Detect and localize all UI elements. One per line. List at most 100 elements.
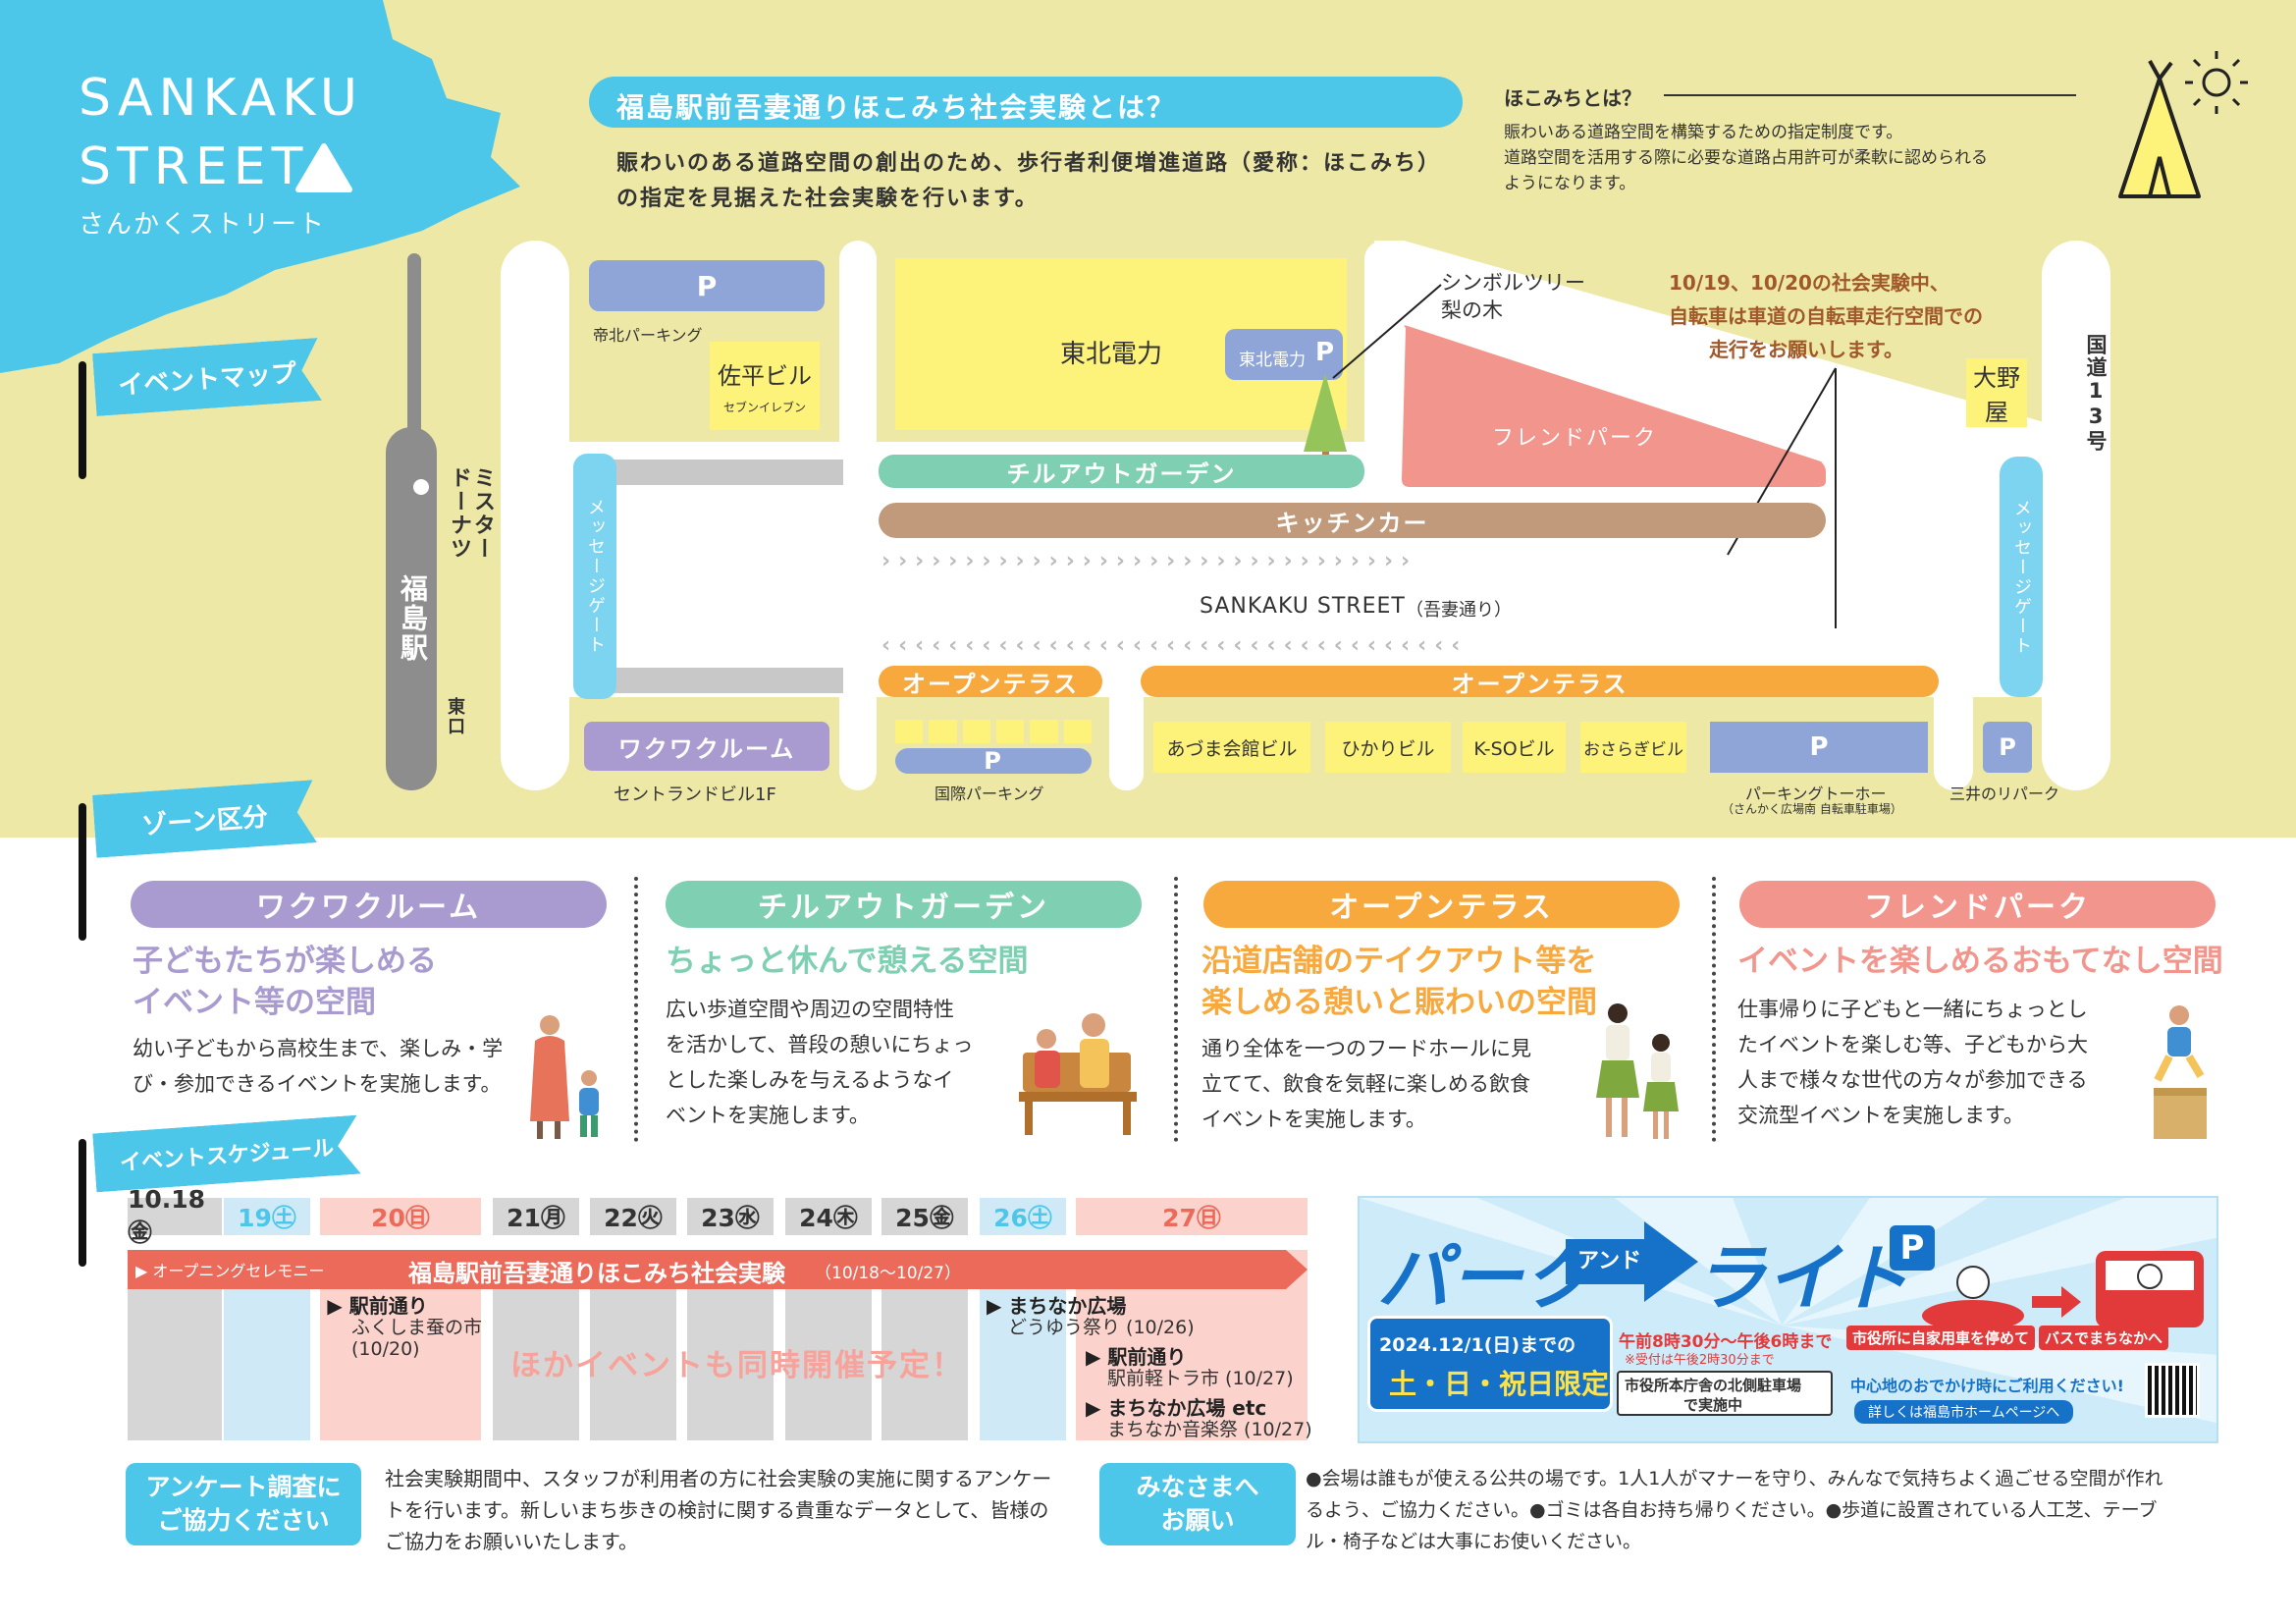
day-header-19: 19㊏ [224, 1198, 310, 1235]
zone-header-wakuwaku: ワクワクルーム [131, 881, 607, 928]
header-banner [589, 77, 1463, 128]
mitsui-repark-label: 三井のリパーク [1949, 785, 2060, 803]
kitchen-car-zone: キッチンカー [879, 503, 1826, 538]
zone-tag1-chillout: ちょっと休んで憩える空間 [666, 944, 1029, 979]
tohoku-electric-label: 東北電力 [1060, 340, 1163, 369]
zone-name-terrace: オープンテラス [1329, 891, 1554, 925]
friend-park-area [1402, 325, 1826, 487]
park-ride-cta: 中心地のおでかけ時にご利用ください! [1850, 1377, 2124, 1395]
zone-name-friend: フレンドパーク [1864, 891, 2091, 925]
flagpole-schedule [79, 1139, 86, 1267]
kso-building-label: K-SOビル [1473, 737, 1555, 760]
street-name: SANKAKU STREET [1200, 594, 1406, 619]
hikari-building-label: ひかりビル [1341, 737, 1435, 760]
day-label: 10.18㊎ [128, 1184, 206, 1247]
logo-sky-shape [0, 0, 520, 373]
symbol-tree-label: シンボルツリー [1441, 271, 1585, 295]
park-ride-time: 午前8時30分〜午後6時まで [1619, 1332, 1833, 1352]
zone-body1-chillout: 広い歩道空間や周辺の空間特性 [666, 998, 954, 1021]
traffic-arrows-westbound: ‹‹‹‹‹‹‹‹‹‹‹‹‹‹‹‹‹‹‹‹‹‹‹‹‹‹‹‹‹‹‹‹‹‹‹ [881, 633, 1468, 658]
tohoku-electric-parking [1225, 329, 1343, 380]
zone-body1-terrace: 通り全体を一つのフードホールに見 [1201, 1037, 1531, 1060]
park-ride-more-link[interactable]: 詳しくは福島市ホームページへ [1854, 1400, 2074, 1424]
zone-tag1-wakuwaku: 子どもたちが楽しめる [133, 944, 437, 979]
day-header-24: 24㊍ [785, 1198, 872, 1235]
sahei-building-label: 佐平ビル [718, 362, 812, 390]
zone-tag1-terrace: 沿道店舗のテイクアウト等を [1201, 944, 1597, 979]
friend-park-illustration [2154, 1005, 2207, 1139]
message-gate-west[interactable]: メッセージゲート [573, 454, 616, 699]
ekimae-event-title: ▶▶ 駅前通り [327, 1290, 428, 1319]
park-ride-qr-code[interactable] [2145, 1363, 2200, 1418]
zone-tag2-wakuwaku: イベント等の空間 [133, 985, 376, 1020]
terrace-illustration [1596, 1003, 1679, 1139]
experiment-period-bar [128, 1250, 1308, 1289]
experiment-label: 福島駅前吾妻通りほこみち社会実験 [408, 1260, 785, 1287]
day-header-25: 25㊎ [881, 1198, 968, 1235]
park-ride-arrow-icon [1566, 1221, 1698, 1302]
road-south1 [1109, 677, 1144, 790]
day-label: 25㊎ [895, 1204, 954, 1232]
zone-body2-chillout: を活かして、普段の憩いにちょっ [666, 1033, 974, 1056]
day-header-27: 27㊐ [1076, 1198, 1308, 1235]
ohnoya-label: 大野屋 [1973, 364, 2020, 426]
zone-tag2-terrace: 楽しめる憩いと賑わいの空間 [1201, 985, 1597, 1020]
hokomichi-line1: 賑わいある道路空間を構築するための指定制度です。 [1504, 123, 1903, 142]
hikari-building: ひかりビル [1325, 722, 1451, 773]
parking-toho-p-label: P [1809, 732, 1829, 762]
zone-divider-3 [1712, 877, 1716, 1142]
park-ride-title2: ライド [1693, 1236, 1911, 1321]
survey-box: アンケート調査に ご協力ください [126, 1463, 361, 1545]
day-header-1018: 10.18㊎ [128, 1185, 222, 1247]
ekimae2-event-sub: 駅前軽トラ市 (10/27) [1107, 1368, 1294, 1389]
traffic-arrows-eastbound: ›››››››››››››››››››››››››››››››› [881, 549, 1418, 573]
survey-text-line1: 社会実験期間中、スタッフが利用者の方に社会実験の実施に関するアンケー [385, 1467, 1052, 1490]
zone-header-chillout: チルアウトガーデン [666, 881, 1142, 928]
request-box-line2: お願い [1160, 1506, 1235, 1535]
machinaka-event-title: ▶ まちなか広場 [987, 1294, 1127, 1318]
header-desc-line2: の指定を見据えた社会実験を行います。 [616, 187, 1039, 211]
road-south2 [1934, 677, 1973, 790]
east-exit-label: 東口 [445, 697, 465, 736]
request-text-line1: ●会場は誰もが使える公共の場です。1人1人がマナーを守り、みんなで気持ちよく過ご… [1306, 1468, 2163, 1489]
day-label: 24㊍ [799, 1204, 858, 1232]
zone-body2-terrace: 立てて、飲食を気軽に楽しめる飲食 [1201, 1072, 1530, 1096]
park-ride-days: 土・日・祝日限定 [1389, 1368, 1610, 1400]
bike-notice-pointer [1727, 367, 1837, 628]
park-ride-step1: 市役所に自家用車を停めて [1846, 1326, 2036, 1350]
kokusai-parking-label: 国際パーキング [934, 785, 1044, 803]
mitsui-repark-p: P [1983, 722, 2032, 773]
zone-body2-wakuwaku: び・参加できるイベントを実施します。 [133, 1072, 502, 1096]
tree-leader-line [1332, 284, 1442, 379]
section-label-event-map: イベントマップ [117, 358, 297, 401]
flagpole-event-map [79, 361, 86, 479]
logo-line1: SANKAKU [79, 69, 363, 128]
rail-line [407, 253, 421, 450]
zone-body3-friend: 人まで様々な世代の方々が参加できる [1737, 1068, 2088, 1092]
day-header-22: 22㊋ [590, 1198, 676, 1235]
park-and-ride-banner[interactable]: パーク アンド ライド P 2024.12/1(日)までの 土・日・祝日限定 午… [1358, 1196, 2218, 1443]
azuma-kaikan-label: あづま会館ビル [1166, 737, 1298, 760]
zone-body1-wakuwaku: 幼い子どもから高校生まで、楽しみ・学 [133, 1037, 504, 1060]
park-ride-place-box [1617, 1371, 1833, 1416]
bike-notice-line1: 10/19、10/20の社会実験中、 [1669, 271, 1949, 295]
open-terrace-east: オープンテラス [1141, 666, 1939, 698]
street-name-sub: （吾妻通り） [1406, 600, 1512, 621]
bike-notice-line2: 自転車は車道の自転車走行空間での [1669, 304, 1983, 328]
message-gate-east[interactable]: メッセージゲート [2000, 457, 2043, 697]
zone-body2-friend: たイベントを楽しむ等、子どもから大 [1737, 1033, 2088, 1056]
wakuwaku-room-map-label: ワクワクルーム [617, 734, 796, 763]
experiment-period-label: （10/18〜10/27） [815, 1264, 961, 1283]
day-label: 23㊌ [701, 1204, 760, 1232]
kokusai-parking-p: P [895, 747, 1092, 775]
logo-subtitle: さんかくストリート [79, 210, 327, 240]
day-header-20: 20㊐ [320, 1198, 481, 1235]
ekimae-event-title-text: ▶ 駅前通り [327, 1294, 428, 1318]
gate-bar-bottom-west [584, 668, 843, 693]
other-events-label: ほかイベントも同時開催予定！ [510, 1348, 964, 1383]
section-flag-schedule: イベントスケジュール [92, 1115, 361, 1193]
route13-label: 国道13号 [2084, 334, 2108, 453]
hokomichi-rule [1664, 94, 2076, 96]
section-label-schedule: イベントスケジュール [119, 1136, 336, 1176]
section-label-zone: ゾーン区分 [140, 802, 269, 840]
